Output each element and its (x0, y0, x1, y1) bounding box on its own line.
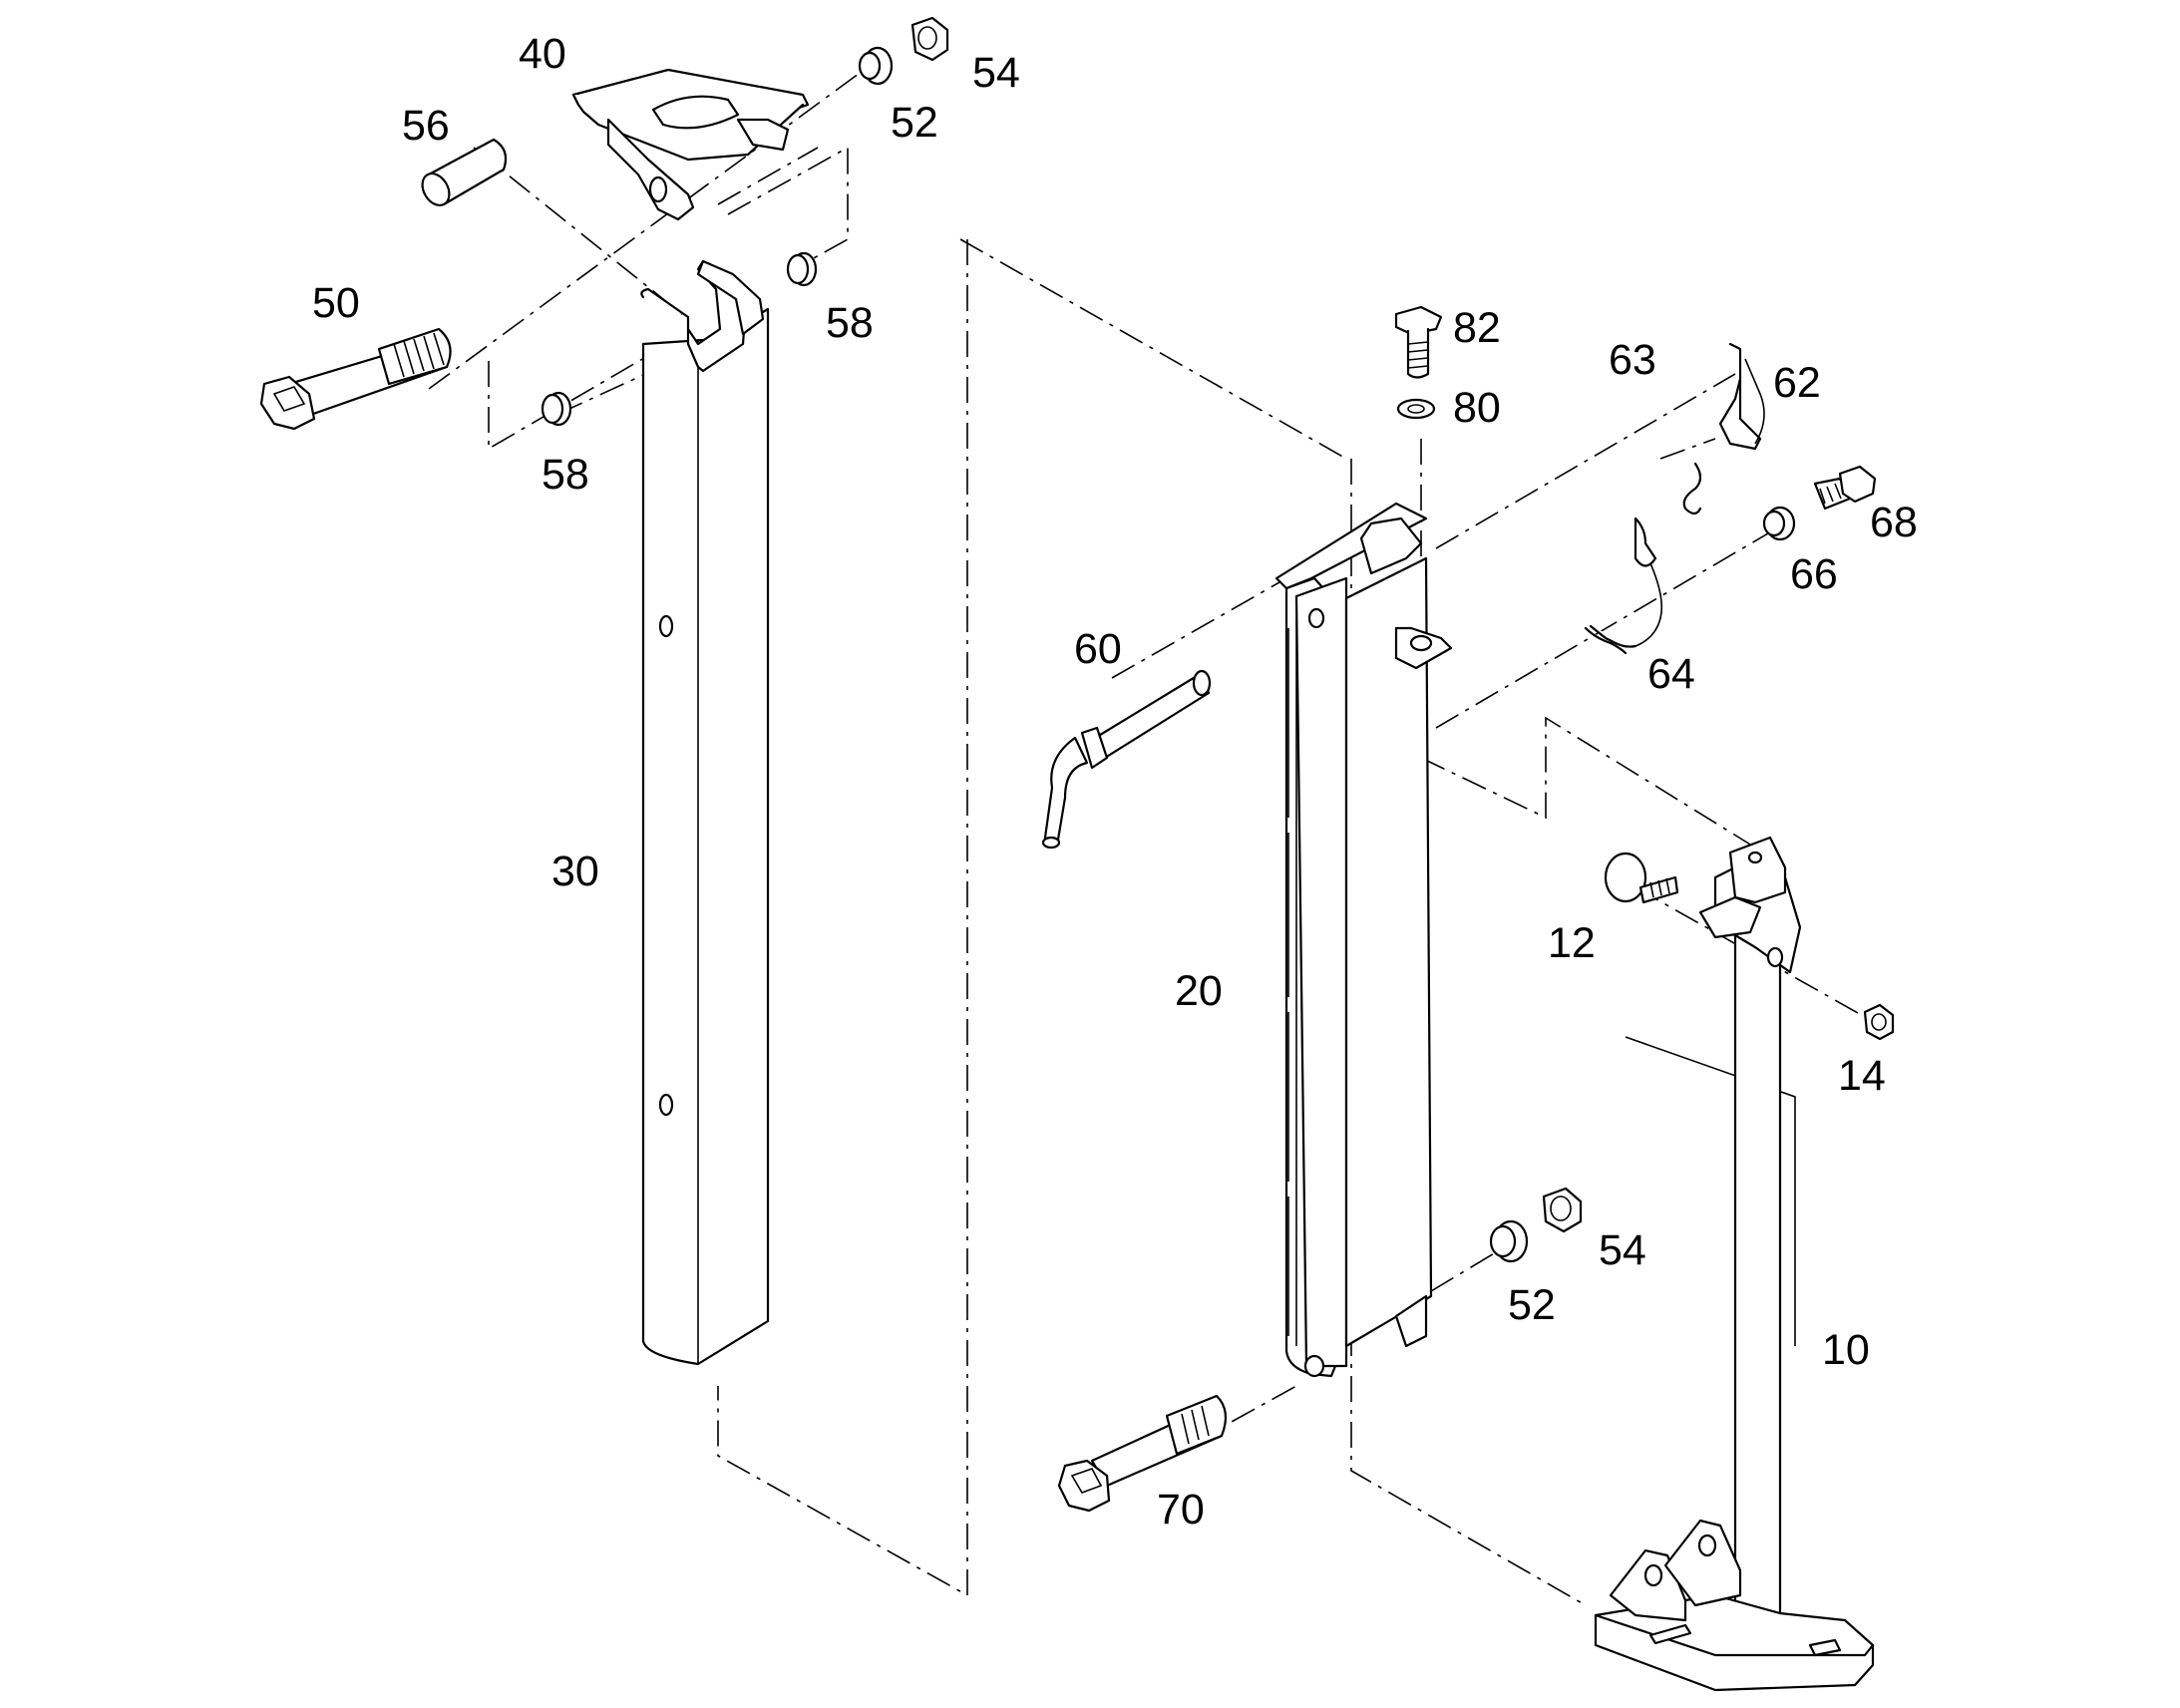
callout-64: 64 (1647, 650, 1695, 698)
bolt-70 (1057, 1394, 1228, 1513)
washer-80 (1396, 398, 1436, 420)
callout-50: 50 (312, 279, 360, 327)
callout-80: 80 (1453, 384, 1501, 432)
channel-20 (1274, 502, 1453, 1378)
washer-58-lower (541, 391, 572, 427)
callout-58-upper: 58 (826, 299, 874, 347)
bracket-plate-40 (571, 68, 810, 221)
callout-labels: 40 56 54 52 50 58 58 30 82 80 63 62 68 6… (312, 30, 1918, 1534)
callout-68: 68 (1870, 499, 1918, 546)
washer-52-upper (858, 46, 894, 86)
bolt-50 (259, 327, 452, 431)
knob-12 (1604, 852, 1679, 904)
nut-54-lower (1542, 1187, 1583, 1233)
callout-10: 10 (1822, 1326, 1870, 1374)
s-hook-63 (1682, 462, 1702, 515)
callout-60: 60 (1074, 625, 1122, 673)
callout-14: 14 (1838, 1052, 1886, 1100)
pin-60 (1041, 669, 1212, 850)
callout-54-upper: 54 (972, 49, 1020, 97)
tube-30 (640, 259, 770, 1366)
callout-56: 56 (402, 102, 450, 150)
callout-70: 70 (1157, 1486, 1205, 1534)
stand-10 (1594, 836, 1875, 1692)
nut-54-upper (910, 16, 949, 62)
callout-52-lower: 52 (1508, 1281, 1556, 1329)
callout-52-upper: 52 (891, 99, 938, 147)
callout-54-lower: 54 (1599, 1226, 1646, 1274)
nut-14 (1863, 1003, 1895, 1041)
washer-66 (1762, 506, 1796, 541)
washer-52-lower (1489, 1219, 1529, 1263)
hair-pin-62 (1718, 342, 1765, 451)
spacer-56 (421, 138, 508, 206)
callout-62: 62 (1773, 359, 1821, 407)
callout-63: 63 (1609, 336, 1656, 384)
washer-58-upper (786, 251, 818, 287)
callout-58-lower: 58 (542, 451, 589, 499)
chain-64 (1584, 516, 1663, 655)
callout-66: 66 (1790, 550, 1838, 598)
callout-82: 82 (1453, 304, 1501, 352)
callout-20: 20 (1175, 967, 1223, 1015)
bolt-68 (1813, 465, 1877, 511)
callout-40: 40 (519, 30, 566, 78)
bolt-82 (1394, 305, 1443, 379)
callout-12: 12 (1548, 919, 1596, 967)
callout-30: 30 (551, 848, 599, 895)
